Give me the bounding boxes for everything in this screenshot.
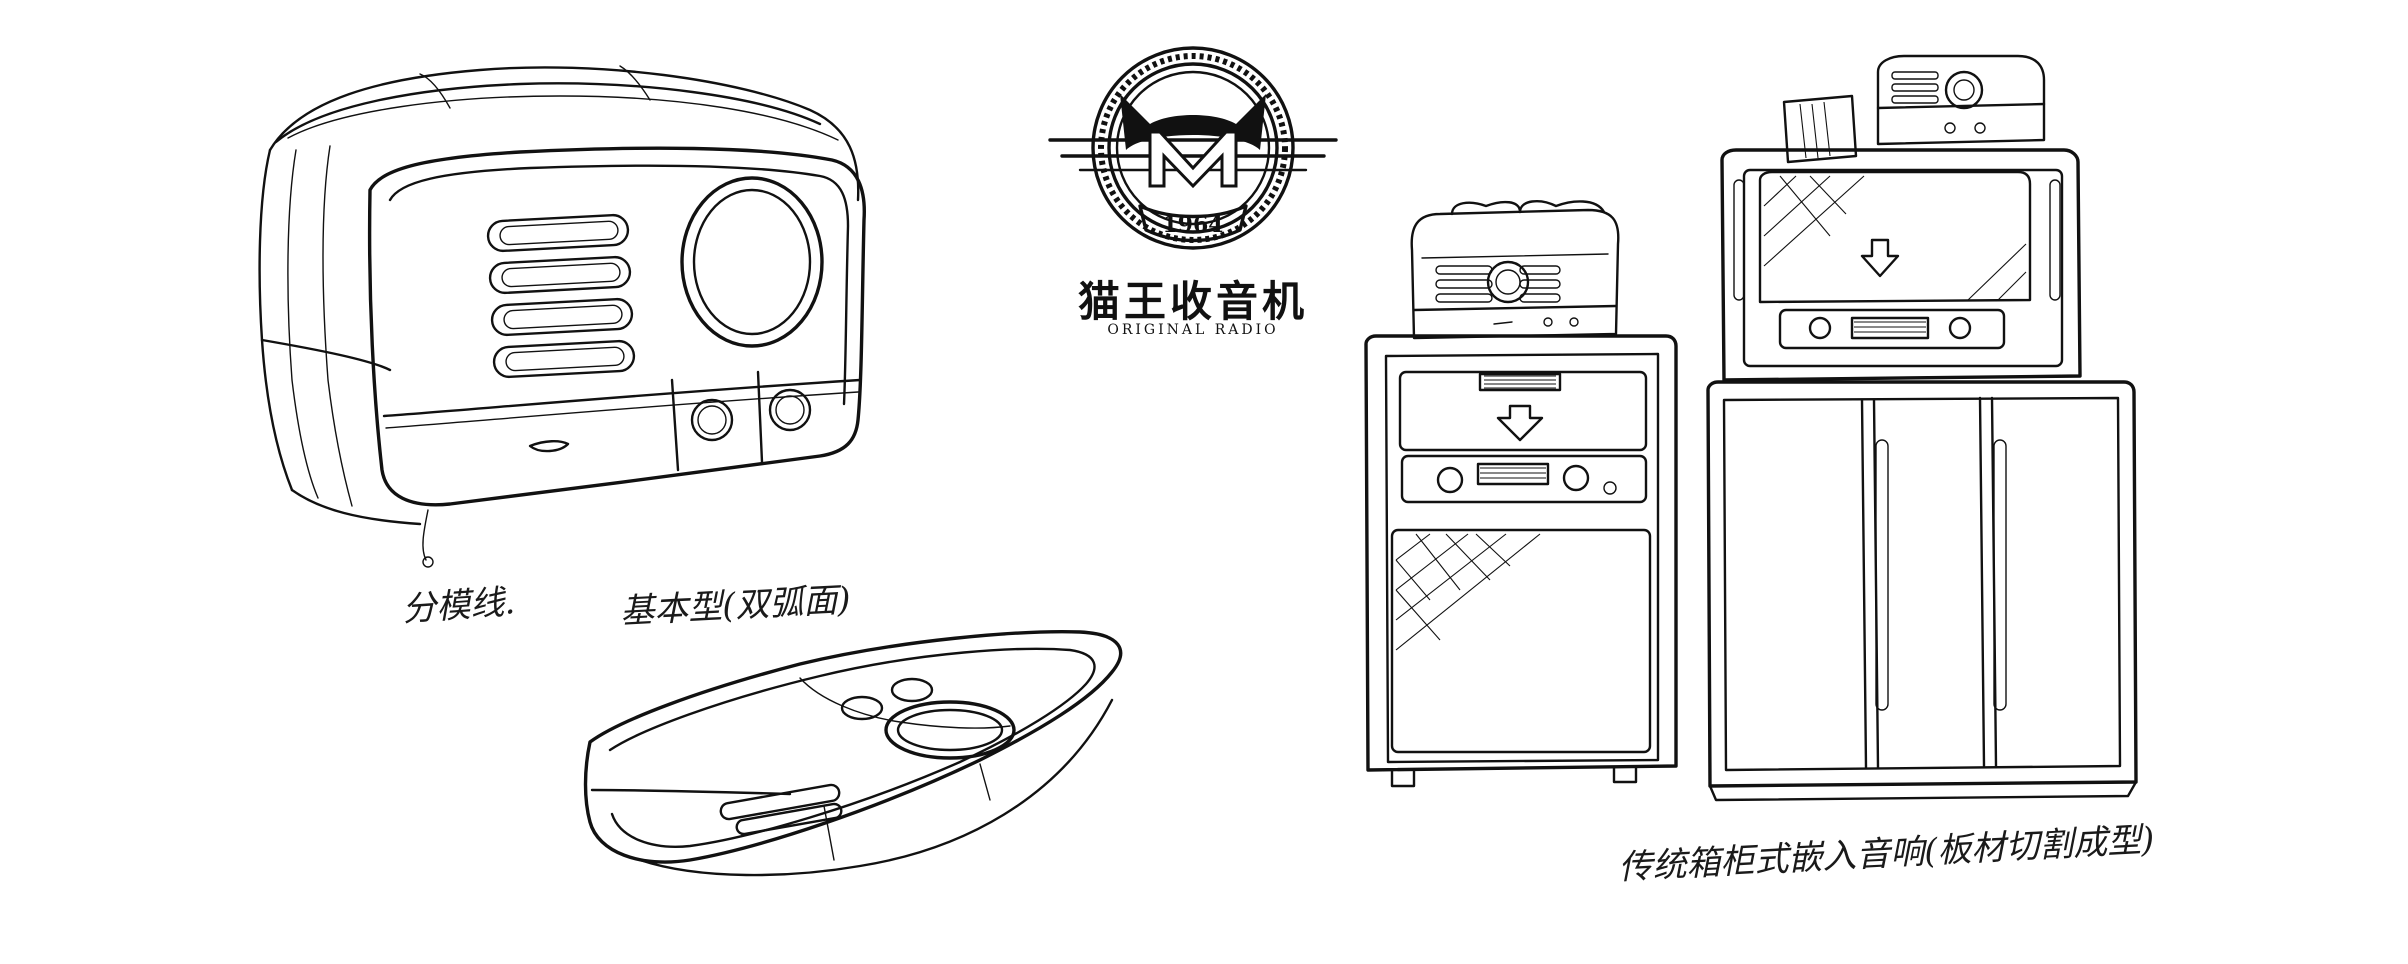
cabinet-sketch-small [1364, 200, 1678, 788]
brand-name-cn: 猫王收音机 [1077, 277, 1308, 326]
annotation-split-line: 分模线. [400, 582, 517, 630]
lower-door-hatch [1395, 533, 1541, 651]
brand-name-en: ORIGINAL RADIO [1107, 322, 1279, 338]
cabinet-sketch-large [1706, 54, 2138, 802]
tray-sketch [583, 630, 1123, 877]
tv-screen-hatch [1763, 175, 2027, 301]
radio-sketch [258, 65, 866, 568]
brand-logo: 1964 [1048, 46, 1338, 250]
logo-year: 1964 [1162, 212, 1223, 238]
top-slot-hatch [1484, 375, 1556, 389]
